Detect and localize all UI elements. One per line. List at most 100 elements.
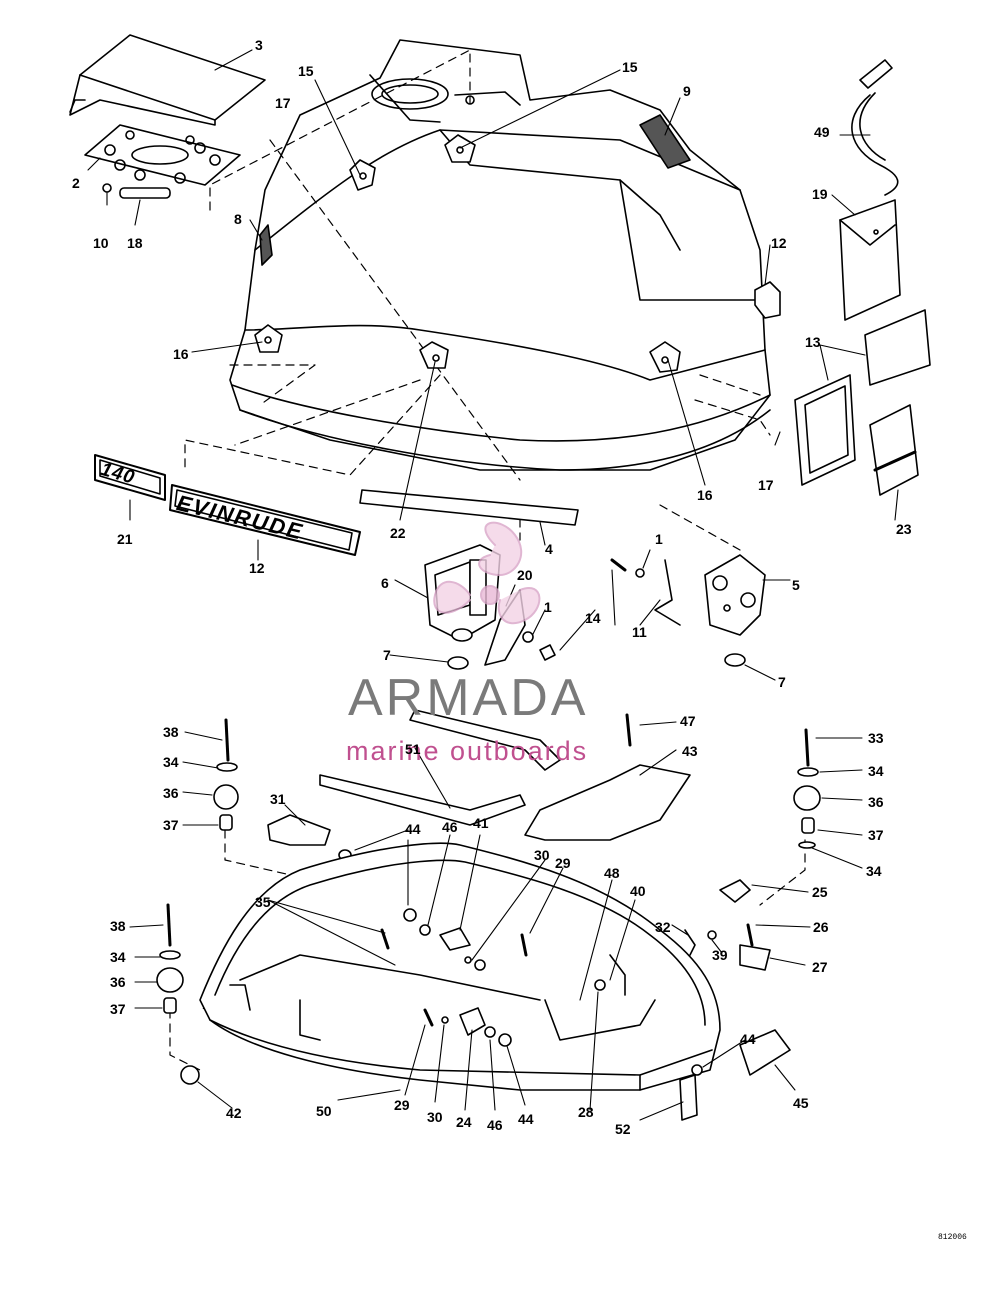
part-49-cable — [851, 59, 899, 196]
part-label: 8 — [234, 211, 242, 227]
part-3-lid — [69, 34, 266, 126]
part-label: 30 — [427, 1109, 443, 1125]
part-7-grommet-left — [447, 656, 469, 670]
part-label: 44 — [518, 1111, 534, 1127]
part-label: 50 — [316, 1103, 332, 1119]
decal-evinrude — [169, 484, 361, 556]
part-31-handle — [267, 814, 352, 861]
part-label: 16 — [173, 346, 189, 362]
part-label: 13 — [805, 334, 821, 350]
part-label: 24 — [456, 1114, 472, 1130]
part-label: 46 — [487, 1117, 503, 1133]
part-label: 33 — [868, 730, 884, 746]
pan-hardware — [180, 713, 791, 1121]
part-1-nut — [522, 631, 534, 643]
part-label: 15 — [622, 59, 638, 75]
part-label: 14 — [585, 610, 601, 626]
decal-140 — [94, 454, 166, 501]
motor-cover-hood — [229, 39, 771, 471]
part-label: 28 — [578, 1104, 594, 1120]
part-label: 3 — [255, 37, 263, 53]
part-label: 44 — [405, 821, 421, 837]
part-label: 2 — [72, 175, 80, 191]
part-label: 29 — [555, 855, 571, 871]
part-label: 25 — [812, 884, 828, 900]
part-4-seal — [359, 489, 579, 526]
part-label: 40 — [630, 883, 646, 899]
part-label: 7 — [383, 647, 391, 663]
part-label: 30 — [534, 847, 550, 863]
part-label: 20 — [517, 567, 533, 583]
mount-stack-left-top — [213, 718, 239, 831]
part-label: 48 — [604, 865, 620, 881]
part-23-plate — [869, 404, 919, 496]
part-8-pad — [259, 224, 273, 266]
part-label: 42 — [226, 1105, 242, 1121]
part-5-bracket — [704, 554, 766, 636]
callout-leaders — [87, 49, 899, 1121]
part-label: 15 — [298, 63, 314, 79]
mount-stack-right — [793, 728, 821, 849]
part-label: 39 — [712, 947, 728, 963]
part-label: 21 — [117, 531, 133, 547]
watermark-title: ARMADA — [348, 669, 589, 727]
part-19-pouch — [839, 199, 901, 321]
part-label: 38 — [163, 724, 179, 740]
part-51-seals — [319, 709, 561, 826]
drawing-code: 812006 — [938, 1233, 967, 1242]
part-label: 26 — [813, 919, 829, 935]
part-label: 34 — [163, 754, 179, 770]
hood-latch-brackets — [254, 134, 681, 373]
part-label: 1 — [544, 599, 552, 615]
part-label: 6 — [381, 575, 389, 591]
part-label: 37 — [110, 1001, 126, 1017]
part-label: 19 — [812, 186, 828, 202]
watermark-subtitle: marine outboards — [346, 736, 589, 766]
part-label: 36 — [110, 974, 126, 990]
part-14-screw — [610, 558, 627, 572]
part-7-grommet-right — [724, 653, 746, 667]
part-label: 45 — [793, 1095, 809, 1111]
part-label: 5 — [792, 577, 800, 593]
part-label: 36 — [163, 785, 179, 801]
part-label: 1 — [655, 531, 663, 547]
part-label: 37 — [868, 827, 884, 843]
part-label: 27 — [812, 959, 828, 975]
part-label: 10 — [93, 235, 109, 251]
part-18-strip — [119, 187, 171, 199]
part-label: 34 — [868, 763, 884, 779]
part-label: 29 — [394, 1097, 410, 1113]
part-label: 36 — [868, 794, 884, 810]
part-label: 38 — [110, 918, 126, 934]
part-label: 11 — [632, 624, 647, 640]
part-label: 9 — [683, 83, 691, 99]
part-43-shield — [524, 764, 691, 841]
part-label: 43 — [682, 743, 698, 759]
part-label: 7 — [778, 674, 786, 690]
part-label: 22 — [390, 525, 406, 541]
part-50-lower-pan — [199, 842, 721, 1091]
part-label: 34 — [866, 863, 882, 879]
part-label: 16 — [697, 487, 713, 503]
part-label: 18 — [127, 235, 143, 251]
part-label: 17 — [758, 477, 774, 493]
part-label: 4 — [545, 541, 553, 557]
part-label: 17 — [275, 95, 291, 111]
part-label: 46 — [442, 819, 458, 835]
part-label: 12 — [771, 235, 787, 251]
part-label: 12 — [249, 560, 265, 576]
part-13-frames — [794, 309, 931, 486]
part-label: 41 — [473, 815, 489, 831]
part-label: 52 — [615, 1121, 631, 1137]
part-label: 34 — [110, 949, 126, 965]
part-label: 47 — [680, 713, 696, 729]
part-label: 51 — [405, 741, 421, 757]
part-label: 37 — [163, 817, 179, 833]
part-11-rod — [654, 559, 681, 626]
part-2-gasket — [84, 124, 241, 186]
mount-stack-left-bottom — [156, 903, 184, 1014]
part-10-nut — [102, 183, 112, 193]
part-label: 23 — [896, 521, 912, 537]
